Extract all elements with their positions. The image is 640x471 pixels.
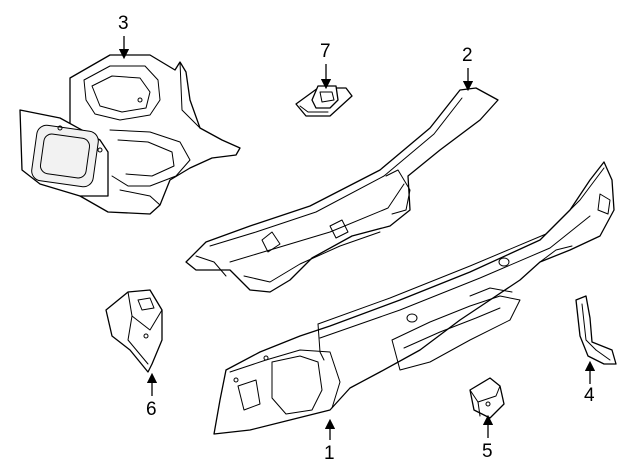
callout-6: 6: [146, 399, 157, 420]
part-1-rear-body-panel: [213, 161, 615, 435]
part-7-bracket: [295, 85, 353, 117]
callout-5: 5: [482, 441, 493, 462]
callout-4: 4: [584, 385, 595, 406]
part-6-gusset: [105, 289, 163, 373]
callout-7: 7: [320, 41, 331, 62]
leader-lines: [118, 36, 596, 440]
callout-1: 1: [324, 443, 335, 464]
part-2-shelf-member: [185, 87, 499, 293]
part-5-clip: [469, 377, 505, 419]
callout-3: 3: [118, 13, 129, 34]
part-3-wheelhouse-panel: [19, 54, 241, 215]
part-4-bracket: [575, 295, 617, 365]
callout-2: 2: [462, 45, 473, 66]
